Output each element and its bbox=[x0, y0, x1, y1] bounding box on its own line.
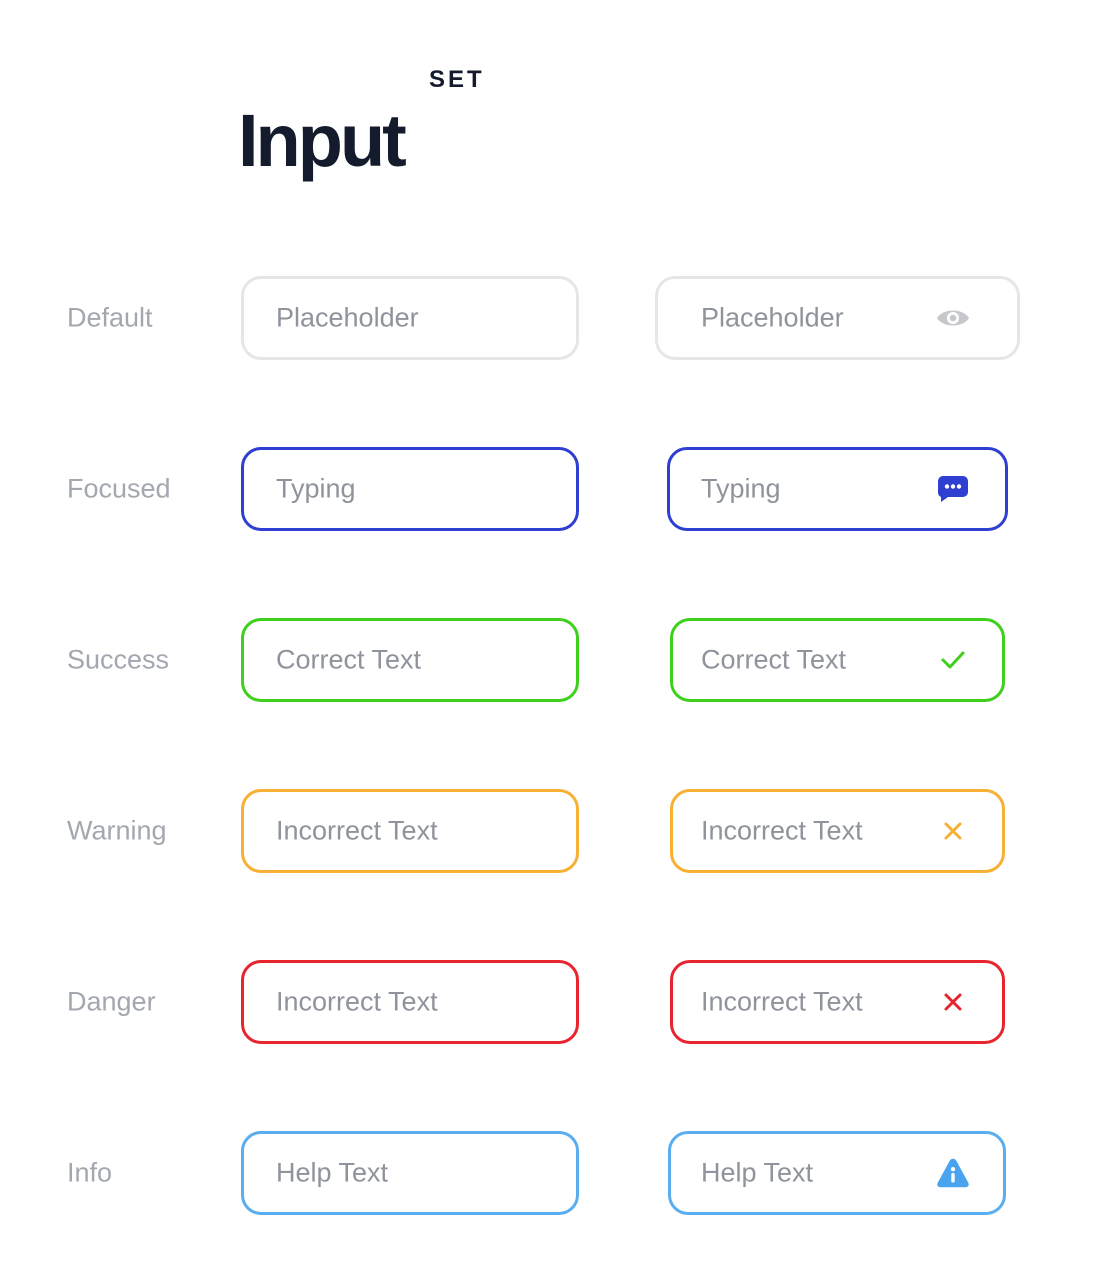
info-input[interactable]: Help Text bbox=[241, 1131, 579, 1215]
check-icon bbox=[935, 642, 971, 678]
focused-input-with-icon-text: Typing bbox=[701, 473, 781, 504]
state-label-warning: Warning bbox=[67, 815, 167, 846]
default-input-text: Placeholder bbox=[276, 302, 419, 333]
danger-input-with-icon[interactable]: Incorrect Text bbox=[670, 960, 1005, 1044]
info-input-with-icon[interactable]: Help Text bbox=[668, 1131, 1006, 1215]
danger-input[interactable]: Incorrect Text bbox=[241, 960, 579, 1044]
focused-input[interactable]: Typing bbox=[241, 447, 579, 531]
chat-dots-icon bbox=[935, 471, 971, 507]
close-icon bbox=[935, 813, 971, 849]
danger-input-with-icon-text: Incorrect Text bbox=[701, 986, 863, 1017]
state-label-danger: Danger bbox=[67, 986, 156, 1017]
state-label-focused: Focused bbox=[67, 473, 171, 504]
info-input-with-icon-text: Help Text bbox=[701, 1157, 814, 1188]
warning-input-text: Incorrect Text bbox=[276, 815, 438, 846]
success-input-with-icon-text: Correct Text bbox=[701, 644, 847, 675]
default-input-with-icon-text: Placeholder bbox=[701, 302, 844, 333]
success-input[interactable]: Correct Text bbox=[241, 618, 579, 702]
warning-input[interactable]: Incorrect Text bbox=[241, 789, 579, 873]
default-input[interactable]: Placeholder bbox=[241, 276, 579, 360]
page-title: Input bbox=[238, 99, 407, 182]
danger-input-text: Incorrect Text bbox=[276, 986, 438, 1017]
success-input-with-icon[interactable]: Correct Text bbox=[670, 618, 1005, 702]
info-input-text: Help Text bbox=[276, 1157, 389, 1188]
default-input-with-icon[interactable]: Placeholder bbox=[655, 276, 1020, 360]
set-eyebrow: SET bbox=[429, 66, 485, 93]
warning-input-with-icon-text: Incorrect Text bbox=[701, 815, 863, 846]
state-label-info: Info bbox=[67, 1157, 113, 1188]
warning-input-with-icon[interactable]: Incorrect Text bbox=[670, 789, 1005, 873]
info-triangle-icon bbox=[935, 1155, 971, 1191]
focused-input-with-icon[interactable]: Typing bbox=[667, 447, 1008, 531]
eye-icon[interactable] bbox=[935, 300, 971, 336]
success-input-text: Correct Text bbox=[276, 644, 422, 675]
state-label-success: Success bbox=[67, 644, 170, 675]
focused-input-text: Typing bbox=[276, 473, 356, 504]
close-icon bbox=[935, 984, 971, 1020]
state-label-default: Default bbox=[67, 302, 153, 333]
